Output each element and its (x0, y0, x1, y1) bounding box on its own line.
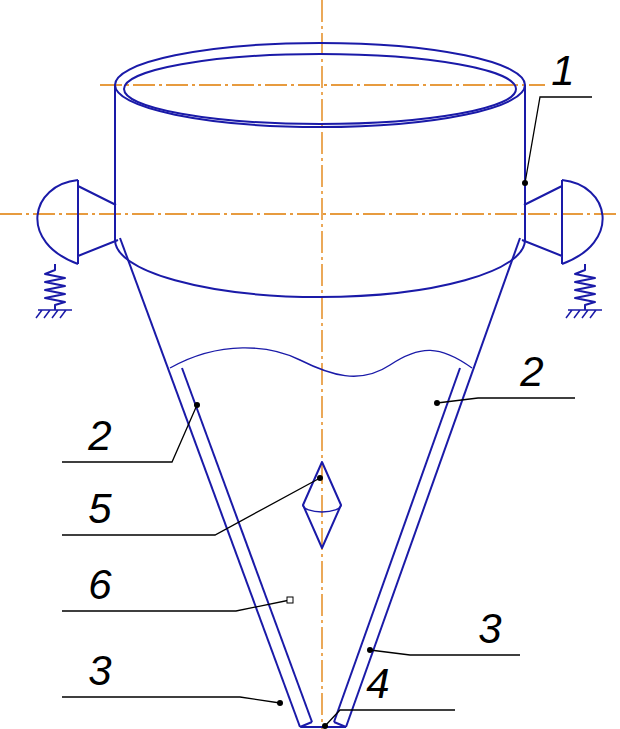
cone-insert (303, 462, 341, 548)
shell-side (114, 85, 116, 240)
callout-number: 5 (88, 488, 111, 530)
callout-number: 2 (520, 351, 543, 393)
ground-symbol (566, 310, 602, 318)
hopper-body (36, 43, 603, 727)
leader-line (62, 478, 320, 535)
spring-symbol (45, 264, 65, 310)
liner-wall (334, 368, 460, 722)
leader-line (525, 97, 592, 183)
callout-number: 2 (88, 415, 111, 457)
callout-number: 1 (551, 50, 574, 92)
shell-bottom (115, 240, 525, 297)
callout-number: 4 (366, 663, 389, 705)
cone-wall (346, 238, 520, 727)
support-bracket (522, 180, 603, 264)
axis-line (100, 84, 545, 85)
cone-insert-edge (303, 505, 341, 512)
leader-line (437, 398, 575, 403)
leader-dot (194, 402, 200, 408)
spring-symbol (575, 264, 595, 310)
leader-lines (62, 97, 592, 726)
leader-dots (194, 180, 528, 729)
liner-wall (182, 368, 312, 722)
leader-dot (434, 400, 440, 406)
cone-wall (120, 238, 300, 727)
callout-number: 3 (478, 608, 501, 650)
support-bracket (37, 180, 118, 264)
ground-symbol (36, 310, 72, 318)
break-line (170, 348, 472, 376)
callout-number: 6 (88, 564, 111, 606)
leader-dot (322, 723, 328, 729)
leader-line (325, 710, 455, 726)
leader-line (62, 697, 280, 703)
leader-dot (287, 597, 293, 603)
rim-inner (124, 54, 516, 124)
leader-dot (317, 475, 323, 481)
leader-line (370, 650, 520, 655)
axis-line (0, 213, 620, 214)
leader-dot (277, 700, 283, 706)
rim-outer (115, 43, 525, 127)
leader-dot (367, 647, 373, 653)
callout-number: 3 (88, 650, 111, 692)
axis-line (321, 0, 322, 729)
leader-dot (522, 180, 528, 186)
leader-line (62, 405, 197, 462)
shell-side (524, 85, 526, 240)
